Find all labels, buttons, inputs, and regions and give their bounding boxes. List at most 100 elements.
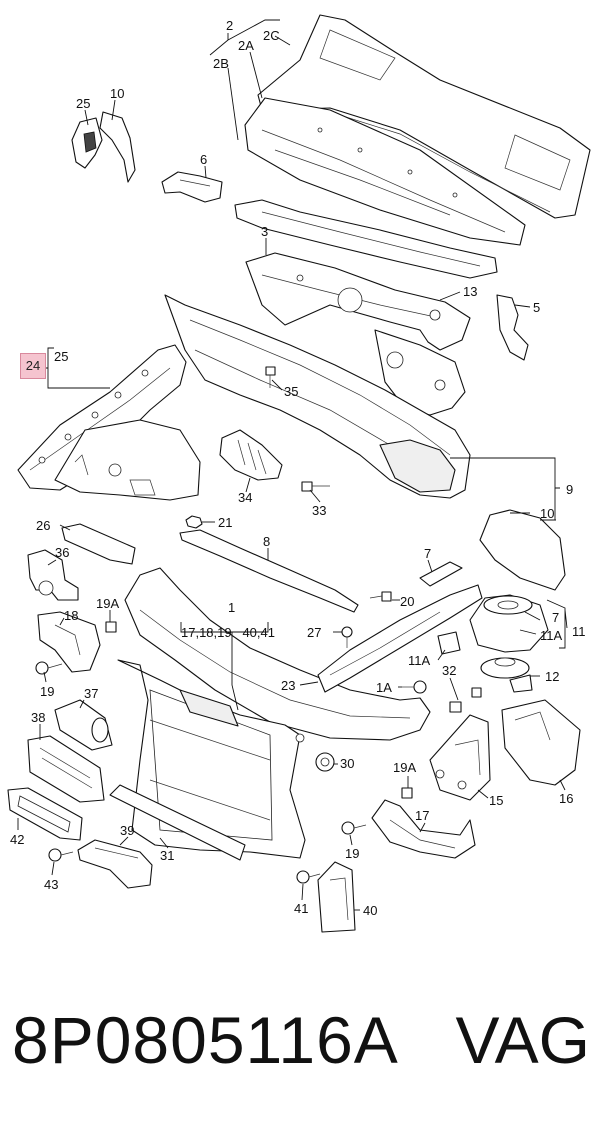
part-38-air-duct <box>27 735 105 803</box>
callout-39: 39 <box>120 823 134 838</box>
callout-34: 34 <box>238 490 252 505</box>
callout-41: 41 <box>294 901 308 916</box>
callout-43: 43 <box>44 877 58 892</box>
callout-3: 3 <box>261 224 268 239</box>
callout-19-left: 19 <box>40 684 54 699</box>
callout-1a: 1A <box>376 680 392 695</box>
callout-15: 15 <box>489 793 503 808</box>
part-43-bolt <box>48 848 74 862</box>
part-inner-wheelhouse-frame <box>164 294 471 499</box>
callout-7-upper: 7 <box>424 546 431 561</box>
part-12-strut-mount <box>480 657 533 693</box>
callout-38: 38 <box>31 710 45 725</box>
part-3-bulkhead <box>245 252 471 416</box>
callout-11a-right: 11A <box>540 628 562 643</box>
part-23-cross-member <box>317 584 483 693</box>
part-26-strip <box>61 523 136 565</box>
callout-8: 8 <box>263 534 270 549</box>
part-34-bracket <box>219 429 283 481</box>
callout-10-upper: 10 <box>110 86 124 101</box>
part-2-plenum-panel <box>234 14 591 279</box>
callout-2a: 2A <box>238 38 254 53</box>
callout-17: 17 <box>415 808 429 823</box>
part-11-strut-tower <box>469 594 549 653</box>
callout-18: 18 <box>64 608 78 623</box>
callout-33: 33 <box>312 503 326 518</box>
callout-21: 21 <box>218 515 232 530</box>
part-number: 8P0805116A <box>12 1003 399 1077</box>
highlighted-part-label: 24 <box>25 358 41 373</box>
callout-19a-left: 19A <box>96 596 119 611</box>
callout-1-sub: 17,18,19 40,41 <box>181 625 275 640</box>
callout-5: 5 <box>533 300 540 315</box>
callout-23: 23 <box>281 678 295 693</box>
callout-25-lower: 25 <box>54 349 68 364</box>
callout-40: 40 <box>363 903 377 918</box>
callout-42: 42 <box>10 832 24 847</box>
part-39-cover <box>77 839 153 889</box>
part-1a-bolt <box>402 680 427 694</box>
part-17-guide-bracket <box>371 799 476 859</box>
part-30-grommet <box>315 752 335 772</box>
part-8-long-strut <box>179 529 359 613</box>
brand-name: VAG <box>455 1003 590 1077</box>
part-7-strip-upper <box>419 561 463 587</box>
highlighted-part-marker <box>20 353 46 379</box>
part-15-bracket <box>429 714 491 801</box>
callout-20: 20 <box>400 594 414 609</box>
callout-26: 26 <box>36 518 50 533</box>
callout-36: 36 <box>55 545 69 560</box>
callout-6: 6 <box>200 152 207 167</box>
part-10-wing-panel <box>479 509 566 591</box>
part-16-panel <box>501 699 581 786</box>
part-41-bolt <box>296 870 321 884</box>
callout-2: 2 <box>226 18 233 33</box>
callout-35: 35 <box>284 384 298 399</box>
part-24-longitudinal-member <box>17 344 201 501</box>
callout-2c: 2C <box>263 28 280 43</box>
callout-27: 27 <box>307 625 321 640</box>
callout-7-right: 7 <box>552 610 559 625</box>
callout-13: 13 <box>463 284 477 299</box>
callout-12: 12 <box>545 669 559 684</box>
callout-37: 37 <box>84 686 98 701</box>
part-33-bolt <box>301 481 330 492</box>
part-35-bolt <box>265 366 276 388</box>
part-25-bracket-upper <box>71 117 103 169</box>
part-10-strip-upper <box>99 111 136 183</box>
part-37-air-guide <box>54 699 113 751</box>
part-27-bolt <box>341 626 353 648</box>
part-36-duct <box>27 549 79 601</box>
callout-19a-right: 19A <box>393 760 416 775</box>
part-21-nut <box>185 515 203 529</box>
part-6-bracket <box>161 171 223 203</box>
callout-labels: 2 2C 2A 2B 25 10 6 3 13 5 25 35 34 33 9 … <box>10 18 586 918</box>
callout-10-lower: 10 <box>540 506 554 521</box>
callout-11a-center: 11A <box>408 653 430 668</box>
callout-30: 30 <box>340 756 354 771</box>
part-19-bolt-right <box>341 821 367 835</box>
callout-31: 31 <box>160 848 174 863</box>
part-32-bolt <box>449 687 482 713</box>
callout-9: 9 <box>566 482 573 497</box>
part-42-bracket <box>7 787 83 841</box>
part-19a-bolt-right <box>401 787 413 799</box>
part-40-bracket <box>317 861 356 933</box>
part-19a-bolt-left <box>105 621 117 633</box>
parts-diagram: 2 2C 2A 2B 25 10 6 3 13 5 25 35 34 33 9 … <box>7 14 591 933</box>
callout-19-right: 19 <box>345 846 359 861</box>
part-11a-bracket <box>437 631 461 655</box>
part-18-bracket <box>37 611 101 673</box>
part-19-bolt-left <box>35 661 63 675</box>
leader-lines <box>17 19 568 911</box>
callout-25-upper: 25 <box>76 96 90 111</box>
part-31-bar <box>109 784 246 861</box>
callout-1: 1 <box>228 600 235 615</box>
callout-16: 16 <box>559 791 573 806</box>
callout-32: 32 <box>442 663 456 678</box>
callout-2b: 2B <box>213 56 229 71</box>
footer: 8P0805116A VAG <box>12 995 592 1085</box>
part-20-bolt <box>369 591 392 602</box>
part-5-bracket <box>496 294 529 361</box>
callout-11: 11 <box>572 624 586 639</box>
